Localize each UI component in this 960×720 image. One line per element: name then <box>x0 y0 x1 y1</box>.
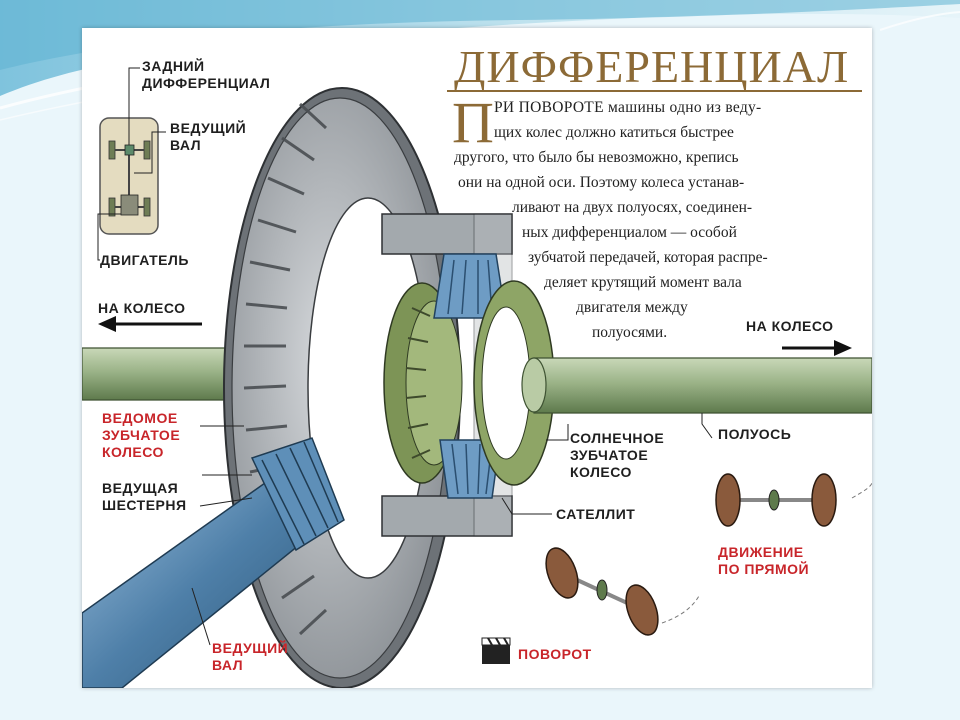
description-line: двигателя между <box>576 299 688 316</box>
label-sun-gear: СОЛНЕЧНОЕ ЗУБЧАТОЕ КОЛЕСО <box>570 430 665 480</box>
description-line: зубчатой передачей, которая распре- <box>528 249 768 266</box>
drive-shaft <box>82 437 345 688</box>
description-line: другого, что было бы невозможно, крепись <box>454 149 739 166</box>
label-rear-differential: ЗАДНИЙ ДИФФЕРЕНЦИАЛ <box>142 58 271 91</box>
arrow-right-icon <box>782 340 852 356</box>
label-planet-gear: САТЕЛЛИТ <box>556 506 636 522</box>
label-straight-motion: ДВИЖЕНИЕ ПО ПРЯМОЙ <box>718 544 810 577</box>
label-engine: ДВИГАТЕЛЬ <box>100 252 189 268</box>
wheels-straight-icon <box>715 473 872 527</box>
label-to-wheel-left: НА КОЛЕСО <box>98 300 186 316</box>
description-line: деляет крутящий момент вала <box>544 274 742 291</box>
clapperboard-icon <box>481 637 511 664</box>
label-inset-drive-shaft: ВЕДУЩИЙ ВАЛ <box>170 120 247 153</box>
description-dropcap: П <box>452 90 494 155</box>
description-line: они на одной оси. Поэтому колеса устанав… <box>458 174 745 191</box>
label-drive-shaft: ВЕДУЩИЙ ВАЛ <box>212 640 289 673</box>
sun-gear <box>383 282 463 484</box>
title-rule <box>447 90 862 92</box>
diagram-title: ДИФФЕРЕНЦИАЛ <box>454 41 850 92</box>
wheels-turn-icon <box>545 547 701 636</box>
label-driven-gear: ВЕДОМОЕ ЗУБЧАТОЕ КОЛЕСО <box>102 410 181 460</box>
differential-illustration <box>82 67 872 688</box>
label-turn: ПОВОРОТ <box>518 646 592 662</box>
description-line: РИ ПОВОРОТЕ машины одно из веду- <box>494 99 762 116</box>
label-to-wheel-right: НА КОЛЕСО <box>746 318 834 334</box>
diagram-panel: ДИФФЕРЕНЦИАЛ П РИ ПОВОРОТЕ машины одно и… <box>82 28 872 688</box>
label-pinion: ВЕДУЩАЯ ШЕСТЕРНЯ <box>102 480 187 513</box>
arrow-left-icon <box>98 316 202 332</box>
description-line: щих колес должно катиться быстрее <box>494 124 734 141</box>
description-line: полуосями. <box>592 324 668 341</box>
car-chassis-icon <box>97 67 166 261</box>
label-axle-shaft: ПОЛУОСЬ <box>718 426 792 442</box>
description-line: ливают на двух полуосях, соединен- <box>512 199 753 216</box>
description-line: ных дифференциалом — особой <box>522 224 737 241</box>
